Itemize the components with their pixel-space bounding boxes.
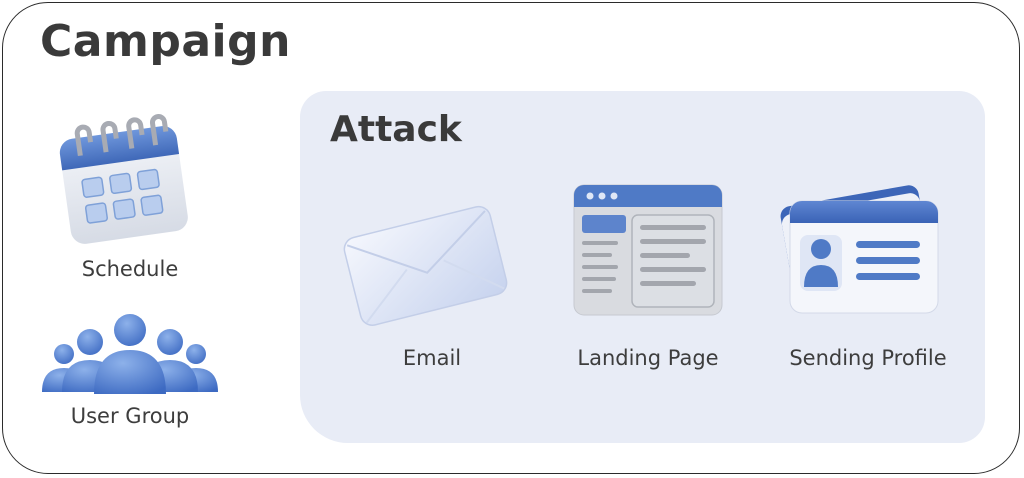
landing-page-label: Landing Page [577,346,719,370]
envelope-icon [343,205,508,326]
webpage-icon [573,184,723,316]
user-group-label: User Group [70,404,190,428]
schedule-label: Schedule [81,257,179,281]
email-label: Email [402,346,462,370]
users-icon [42,314,218,394]
calendar-icon [59,114,188,244]
sending-profile-label: Sending Profile [789,346,947,370]
attack-panel: Attack Email [300,91,985,443]
id-card-icon [780,185,939,314]
attack-title: Attack [330,109,462,150]
campaign-title: Campaign [40,16,291,67]
